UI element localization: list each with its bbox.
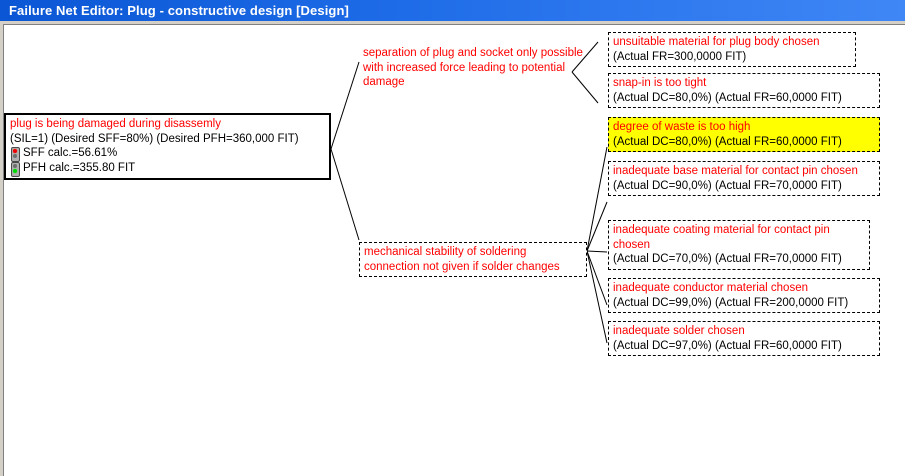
node-mid-mechanical-stability[interactable]: mechanical stability of soldering connec… [359,242,587,277]
node-leaf-inadequate-coating-material-contact-pin[interactable]: inadequate coating material for contact … [608,220,870,270]
leaf-1-sub: (Actual DC=80,0%) (Actual FR=60,0000 FIT… [613,91,842,104]
leaf-0-title: unsuitable material for plug body chosen [613,36,820,48]
node-leaf-snap-in-too-tight[interactable]: snap-in is too tight (Actual DC=80,0%) (… [608,73,880,108]
leaf-4-sub: (Actual DC=70,0%) (Actual FR=70,0000 FIT… [613,253,842,265]
node-leaf-degree-of-waste-too-high[interactable]: degree of waste is too high (Actual DC=8… [608,117,880,152]
leaf-2-sub: (Actual DC=80,0%) (Actual FR=60,0000 FIT… [613,135,842,148]
leaf-3-sub: (Actual DC=90,0%) (Actual FR=70,0000 FIT… [613,179,842,192]
failure-net-canvas[interactable]: plug is being damaged during disassemly … [3,24,905,476]
leaf-1-title: snap-in is too tight [613,77,707,89]
node-leaf-unsuitable-plug-body-material[interactable]: unsuitable material for plug body chosen… [608,32,856,67]
leaf-5-title: inadequate conductor material chosen [613,282,808,294]
leaf-6-title: inadequate solder chosen [613,325,745,337]
window-title: Failure Net Editor: Plug - constructive … [9,3,349,18]
leaf-4-title: inadequate coating material for contact … [613,224,830,251]
root-node-metric-pfh-label: PFH calc.=355.80 FIT [23,162,136,174]
node-leaf-inadequate-conductor-material[interactable]: inadequate conductor material chosen (Ac… [608,278,880,313]
leaf-6-sub: (Actual DC=97,0%) (Actual FR=60,0000 FIT… [613,339,842,352]
leaf-0-sub: (Actual FR=300,0000 FIT) [613,50,747,63]
root-node-metric-sff: SFF calc.=56.61% [10,146,325,162]
window-body: plug is being damaged during disassemly … [0,21,905,476]
root-node-metric-pfh: PFH calc.=355.80 FIT [10,161,325,177]
mid-node-2-title: mechanical stability of soldering connec… [364,246,560,273]
node-root-plug-damaged[interactable]: plug is being damaged during disassemly … [4,113,331,180]
leaf-3-title: inadequate base material for contact pin… [613,165,858,177]
root-node-params: (SIL=1) (Desired SFF=80%) (Desired PFH=3… [10,132,299,145]
window-titlebar: Failure Net Editor: Plug - constructive … [0,0,905,21]
node-leaf-inadequate-solder-chosen[interactable]: inadequate solder chosen (Actual DC=97,0… [608,321,880,356]
mid-node-1-title: separation of plug and socket only possi… [363,47,583,88]
traffic-light-green-icon [10,161,20,177]
root-node-title: plug is being damaged during disassemly [10,118,221,130]
traffic-light-red-icon [10,146,20,162]
root-node-metric-sff-label: SFF calc.=56.61% [23,147,118,159]
node-mid-separation-plug-socket[interactable]: separation of plug and socket only possi… [359,44,591,92]
node-leaf-inadequate-base-material-contact-pin[interactable]: inadequate base material for contact pin… [608,161,880,196]
leaf-5-sub: (Actual DC=99,0%) (Actual FR=200,0000 FI… [613,296,849,309]
leaf-2-title: degree of waste is too high [613,121,751,133]
